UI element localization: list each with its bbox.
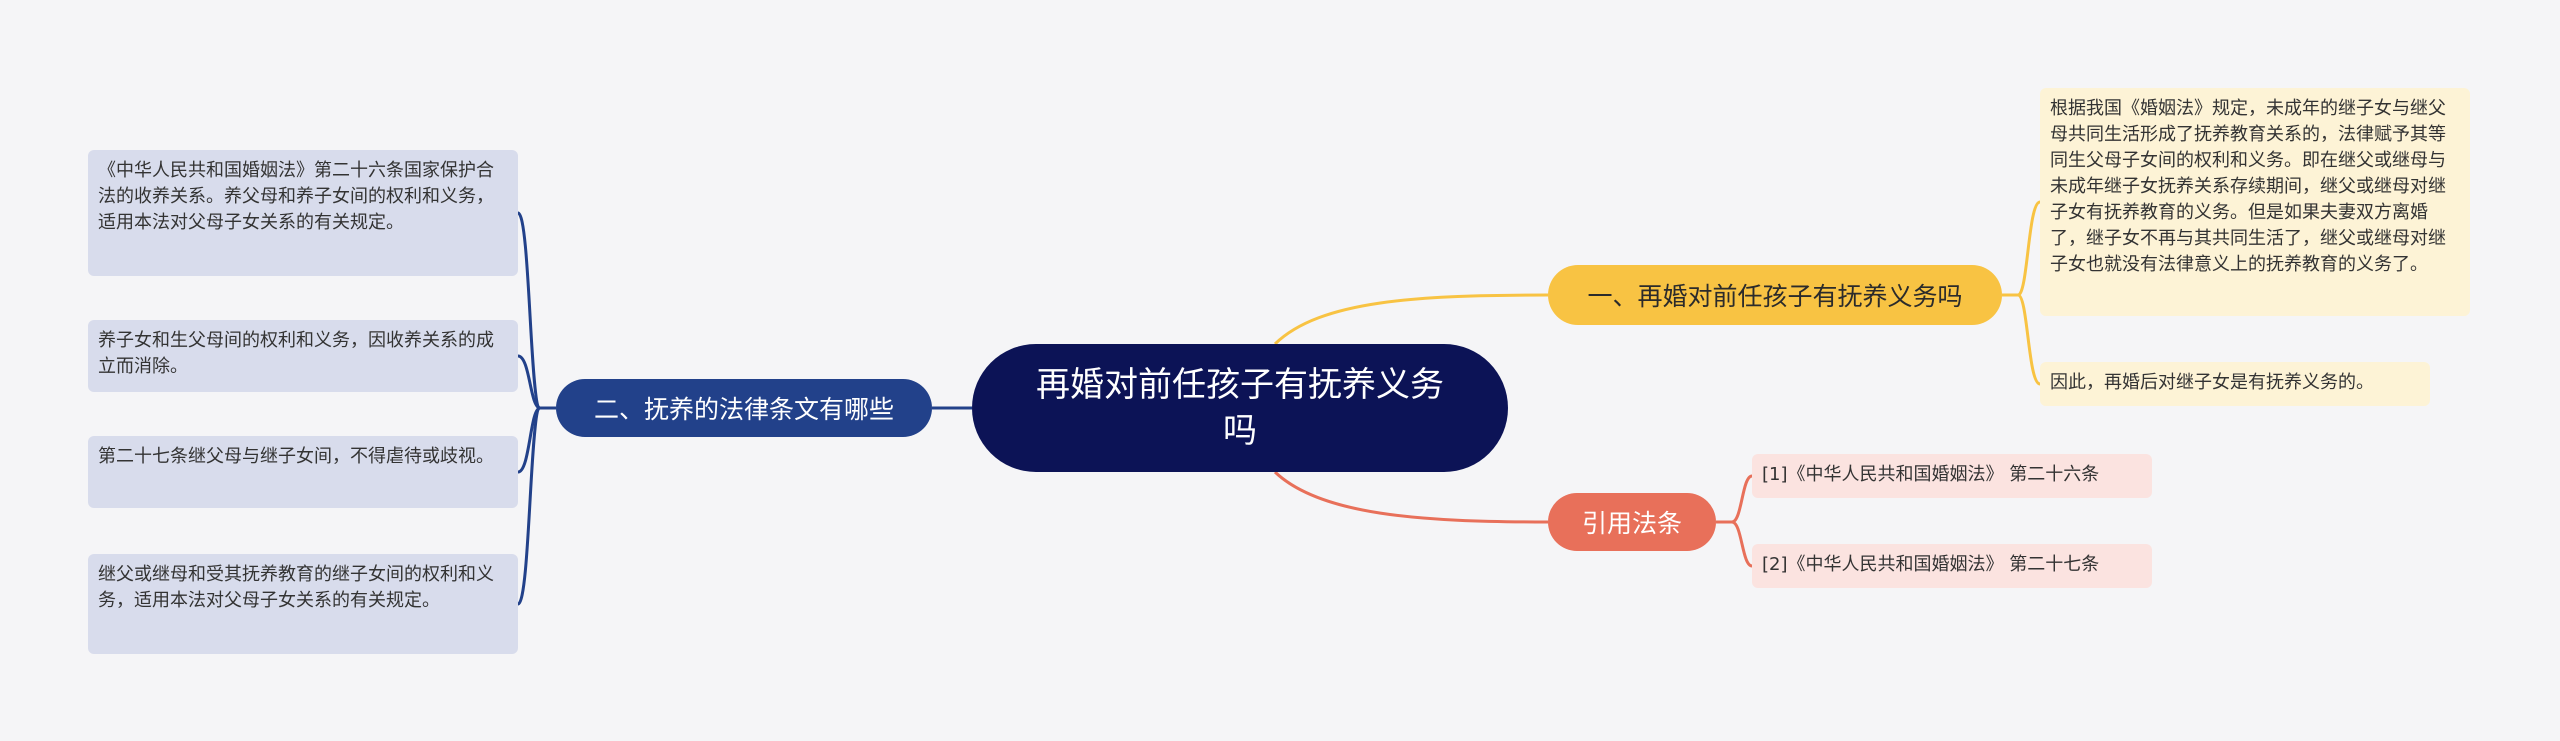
branch-node-law-label: 二、抚养的法律条文有哪些: [593, 395, 894, 424]
branch-node-cite[interactable]: 引用法条: [1548, 493, 1716, 551]
branch-node-answer[interactable]: 一、再婚对前任孩子有抚养义务吗: [1548, 265, 2002, 325]
leaf-cite-2[interactable]: [2]《中华人民共和国婚姻法》 第二十七条: [1752, 544, 2152, 588]
root-node-label: 再婚对前任孩子有抚养义务吗: [1036, 365, 1444, 451]
leaf-law-stepchildren[interactable]: 继父或继母和受其抚养教育的继子女间的权利和义务，适用本法对父母子女关系的有关规定…: [88, 554, 518, 654]
root-node[interactable]: 再婚对前任孩子有抚养义务吗: [972, 344, 1508, 472]
leaf-law-article-27[interactable]: 第二十七条继父母与继子女间，不得虐待或歧视。: [88, 436, 518, 508]
leaf-cite-1[interactable]: [1]《中华人民共和国婚姻法》 第二十六条: [1752, 454, 2152, 498]
link-answer-leaf-1: [2002, 200, 2041, 297]
branch-node-answer-label: 一、再婚对前任孩子有抚养义务吗: [1587, 282, 1963, 311]
link-law-leaf-1: [516, 211, 556, 410]
link-root-answer: [1273, 293, 1549, 346]
branch-node-law[interactable]: 二、抚养的法律条文有哪些: [556, 379, 932, 437]
leaf-answer-detail[interactable]: 根据我国《婚姻法》规定，未成年的继子女与继父母共同生活形成了抚养教育关系的，法律…: [2040, 88, 2470, 316]
link-law-leaf-2: [517, 354, 541, 410]
link-cite-leaf-2: [1731, 520, 1753, 568]
leaf-answer-conclusion[interactable]: 因此，再婚后对继子女是有抚养义务的。: [2040, 362, 2430, 406]
leaf-law-adoption[interactable]: 养子女和生父母间的权利和义务，因收养关系的成立而消除。: [88, 320, 518, 392]
link-answer-leaf-2: [2016, 293, 2041, 386]
leaf-law-article-26[interactable]: 《中华人民共和国婚姻法》第二十六条国家保护合法的收养关系。养父母和养子女间的权利…: [88, 150, 518, 276]
link-root-cite: [1273, 470, 1549, 524]
branch-node-cite-label: 引用法条: [1581, 509, 1682, 538]
link-law-leaf-4: [516, 406, 542, 606]
link-cite-leaf-1: [1716, 474, 1753, 524]
